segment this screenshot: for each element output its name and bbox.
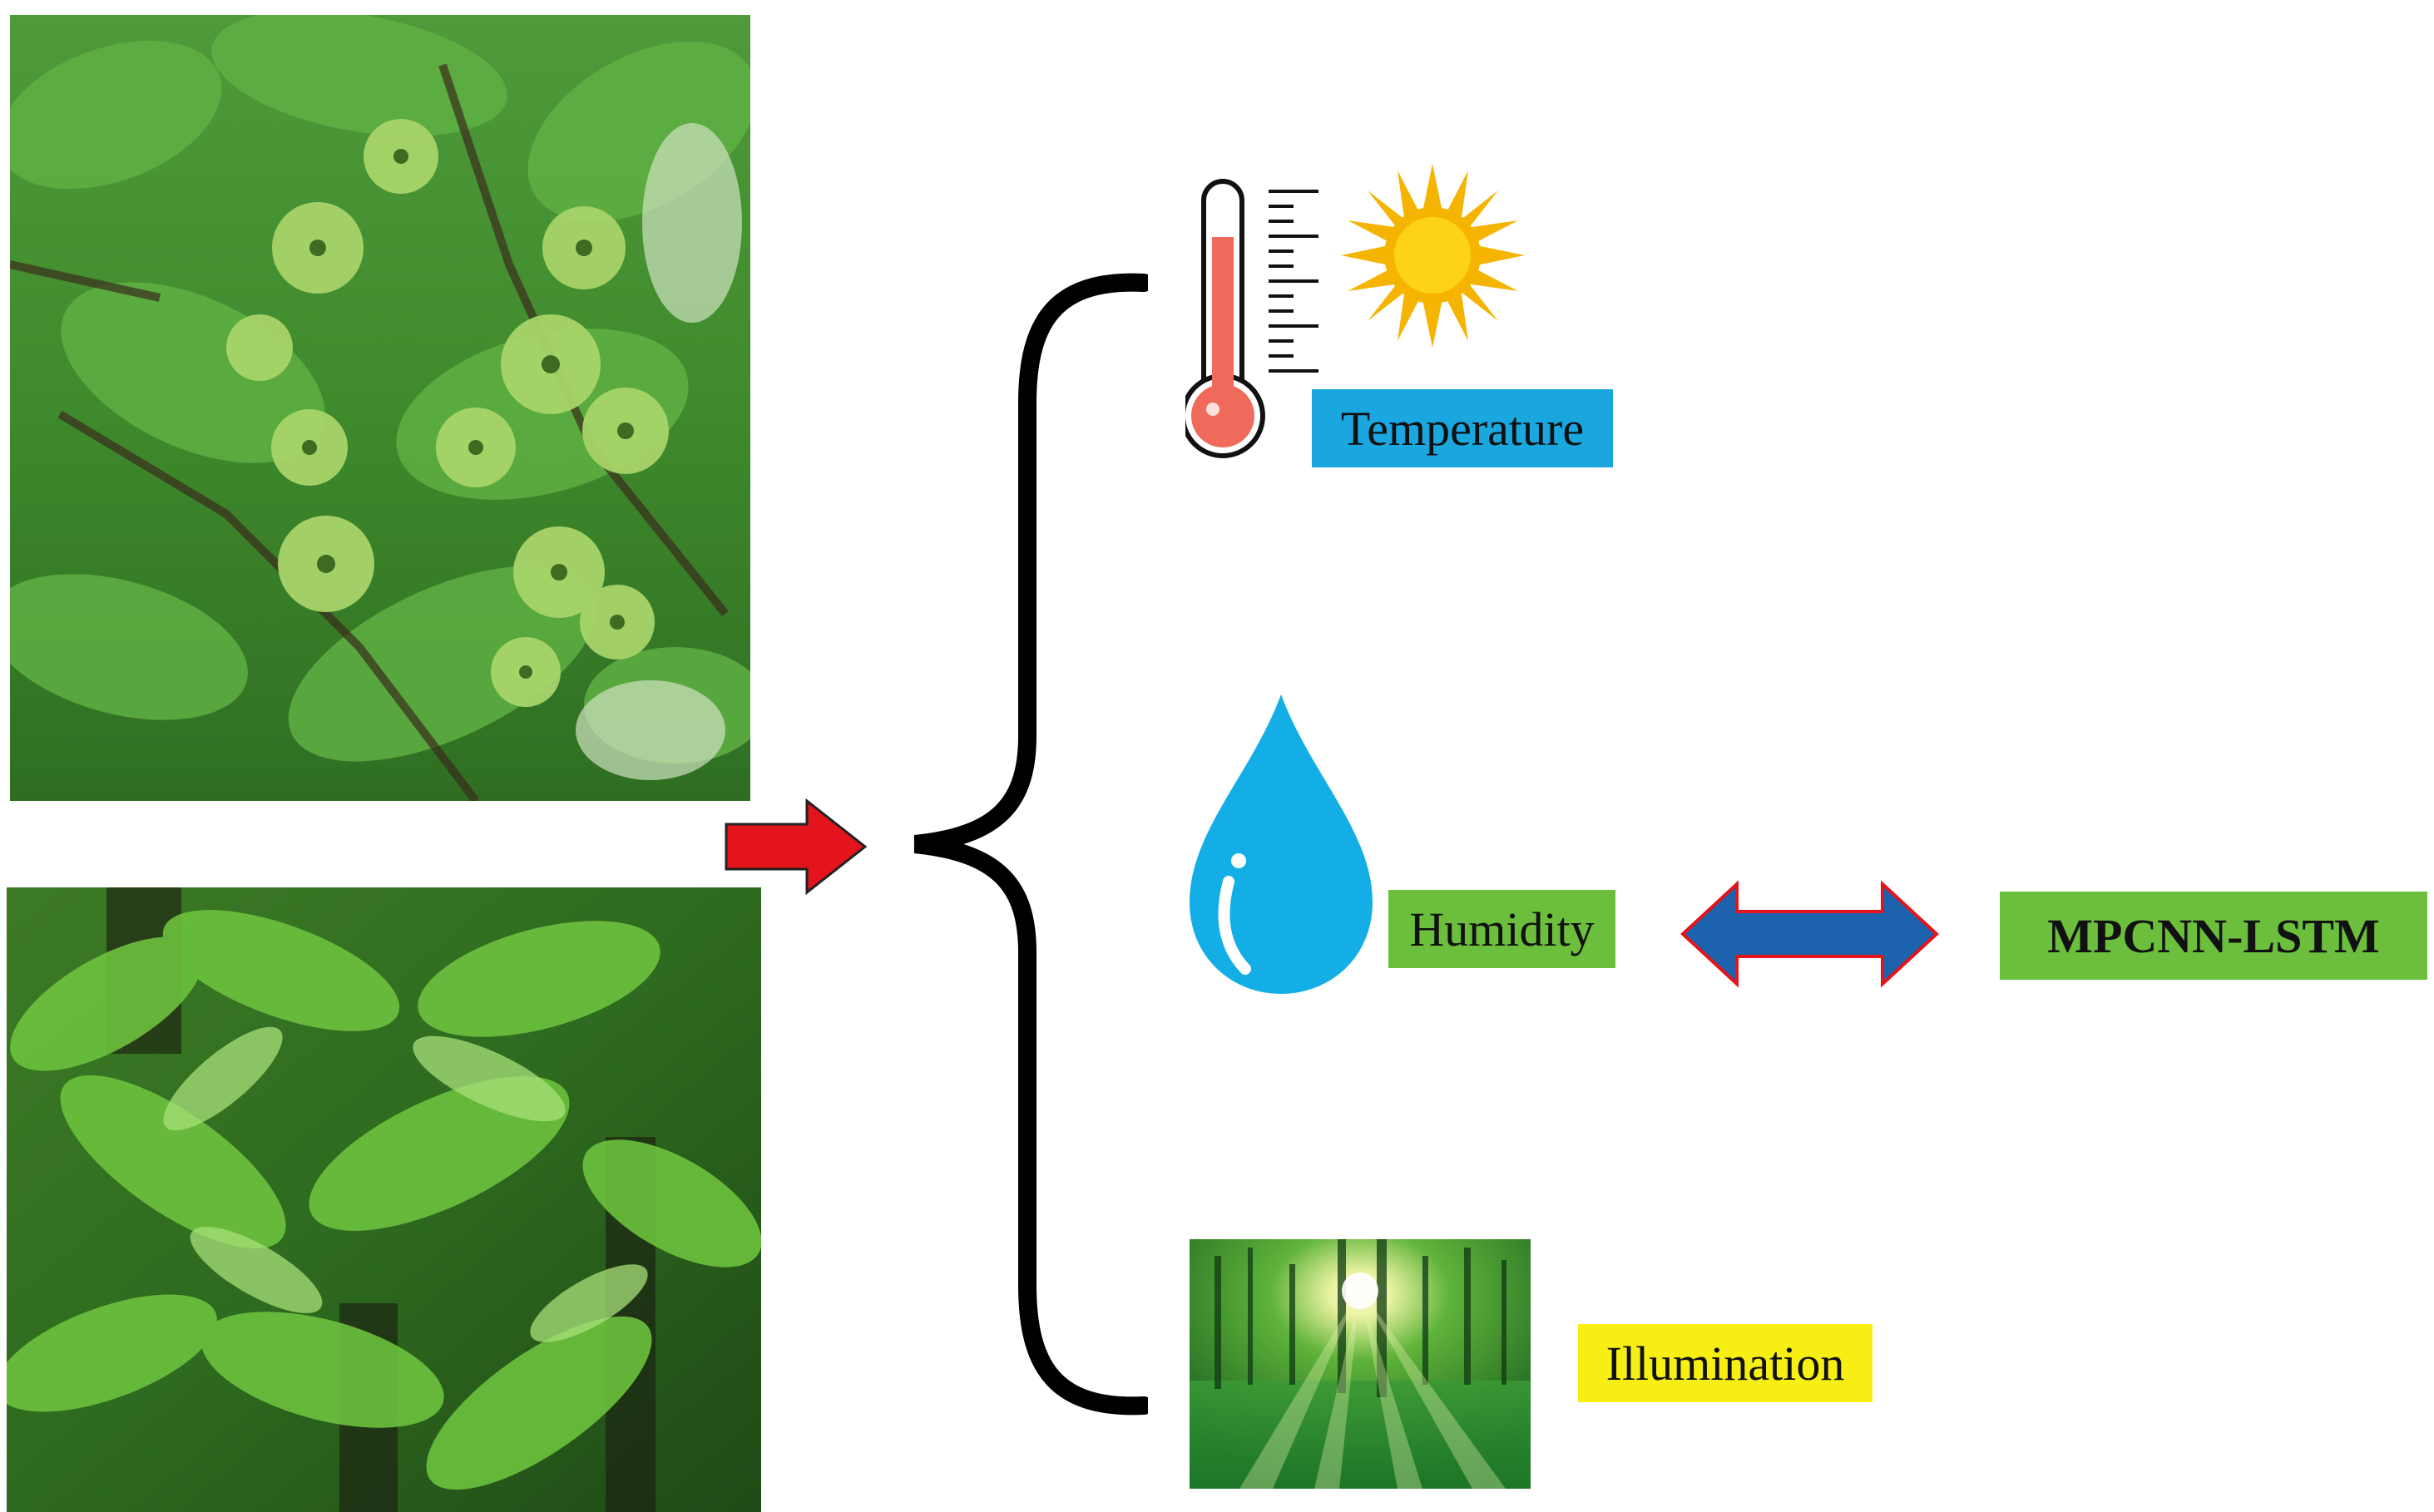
forest-sunlight-image xyxy=(1190,1239,1531,1489)
curly-brace xyxy=(907,270,1148,1418)
illumination-label-text: Illumination xyxy=(1605,1336,1845,1391)
temperature-label: Temperature xyxy=(1312,389,1613,467)
input-arrow xyxy=(724,797,869,897)
model-label: MPCNN-LSTM xyxy=(2000,892,2427,980)
humidity-label-text: Humidity xyxy=(1409,902,1595,956)
sun-icon xyxy=(1339,162,1526,349)
plant-photo-bottom xyxy=(7,887,761,1512)
temperature-label-text: Temperature xyxy=(1340,401,1585,456)
input-arrow-shape xyxy=(725,798,868,896)
humidity-label: Humidity xyxy=(1388,890,1615,968)
illumination-label: Illumination xyxy=(1578,1324,1872,1402)
double-arrow xyxy=(1679,880,1941,988)
double-arrow-shape xyxy=(1680,880,1939,988)
model-label-text: MPCNN-LSTM xyxy=(2047,908,2380,963)
thermometer-icon xyxy=(1185,175,1327,462)
plant-photo-top xyxy=(10,15,750,801)
water-drop-icon xyxy=(1185,690,1377,998)
